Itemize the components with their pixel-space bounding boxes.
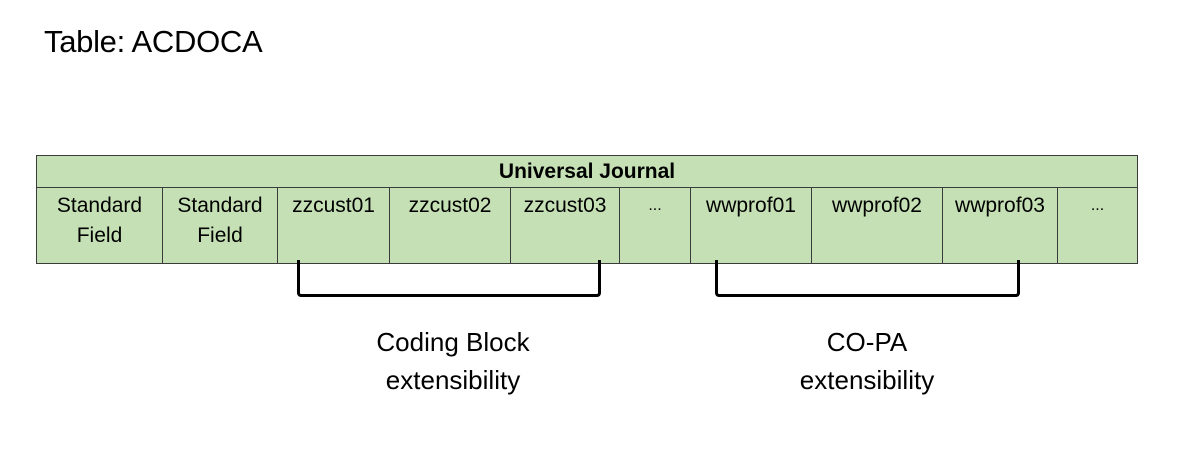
field-label: wwprof03 [955,194,1045,217]
caption-line: Coding Block [376,327,530,357]
field-label: zzcust01 [292,194,375,217]
field-cell-zzcust03: zzcust03 [510,187,620,264]
caption-line: extensibility [385,365,521,395]
copa-caption: CO-PA extensibility [717,323,1017,399]
field-label: Field [76,224,123,247]
copa-bracket [715,260,1020,297]
coding-block-caption: Coding Block extensibility [303,323,603,399]
field-label: Field [197,224,243,247]
field-label: zzcust03 [523,194,607,217]
field-cell-ellipsis-2: ... [1056,187,1139,264]
caption-line: extensibility [799,365,935,395]
field-label: ... [1090,197,1105,214]
coding-block-bracket [297,260,601,297]
field-cell-ellipsis-1: ... [619,187,691,264]
page-title: Table: ACDOCA [44,24,263,59]
field-label: wwprof02 [832,194,922,217]
field-cell-zzcust02: zzcust02 [389,187,511,264]
field-cell-wwprof02: wwprof02 [811,187,943,264]
caption-line: CO-PA [826,327,908,357]
field-label: Standard [56,194,143,217]
field-cell-standard-1: Standard Field [36,187,163,264]
field-cell-wwprof01: wwprof01 [690,187,812,264]
field-cell-standard-2: Standard Field [162,187,278,264]
table-field-row: Standard Field Standard Field zzcust01 z… [36,187,1139,264]
field-label: zzcust02 [408,194,492,217]
field-cell-zzcust01: zzcust01 [277,187,390,264]
table-header-row: Universal Journal [35,155,1139,188]
field-label: wwprof01 [706,194,796,217]
field-cell-wwprof03: wwprof03 [942,187,1058,264]
field-label: Standard [177,194,263,217]
table-header-universal-journal: Universal Journal [35,155,1139,188]
field-label: ... [648,197,662,214]
universal-journal-table: Universal Journal Standard Field Standar… [35,155,1139,264]
